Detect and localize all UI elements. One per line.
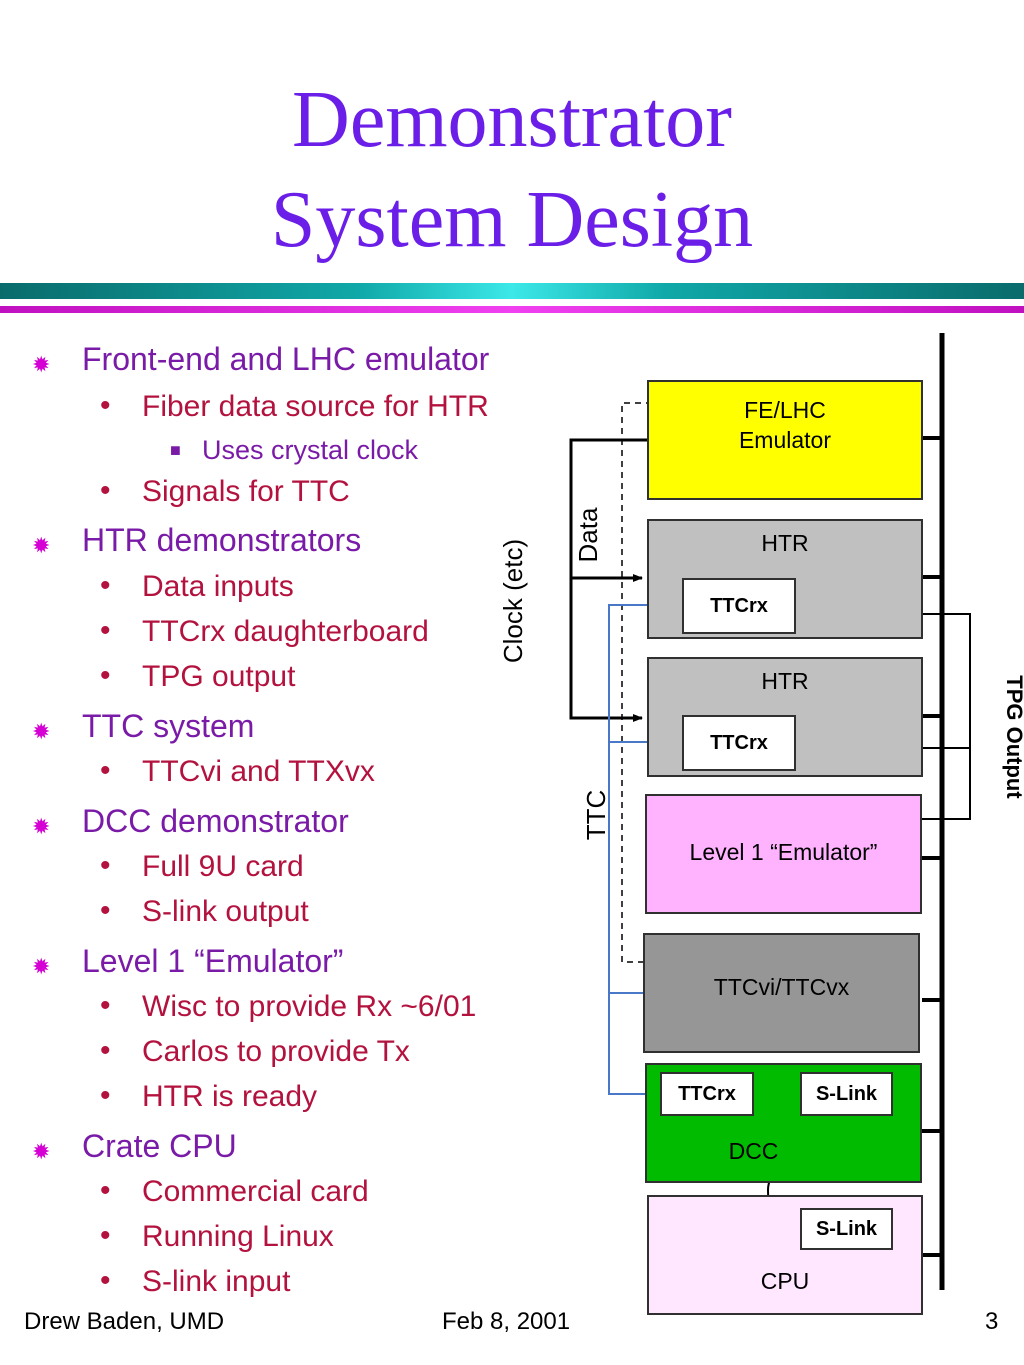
bullet-dot-icon: • [100, 754, 111, 787]
slink-chip-dcc: S-Link [800, 1072, 893, 1116]
bullet-level1: Crate CPU [82, 1128, 237, 1164]
bullet-level2: Wisc to provide Rx ~6/01 [142, 990, 477, 1023]
bullet-dot-icon: • [100, 1264, 111, 1297]
backplane-stubs [922, 436, 942, 1257]
bullet-level2: S-link output [142, 895, 309, 928]
tpg-output-path [908, 613, 971, 823]
ttcvi-ttcvx-label: TTCvi/TTCvx [713, 974, 850, 1000]
data-label: Data [573, 507, 603, 563]
bullet-dot-icon: • [100, 1219, 111, 1252]
bullet-dot-icon: • [100, 569, 111, 602]
bullet-level2: TPG output [142, 660, 296, 693]
bullet-level1: HTR demonstrators [82, 522, 362, 558]
bullet-marker-icon: ✹ [32, 814, 51, 839]
bullet-marker-icon: ✹ [32, 954, 51, 979]
ttcrx-chip-dcc: TTCrx [660, 1072, 754, 1116]
level1-emulator-label: Level 1 “Emulator” [689, 839, 878, 865]
title-divider-band-magenta [0, 306, 1024, 313]
ttc-dashed-path [621, 402, 661, 966]
footer-page-number: 3 [985, 1308, 999, 1335]
ttcrx-chip-htr1: TTCrx [682, 578, 796, 634]
footer-author: Drew Baden, UMD [24, 1308, 225, 1335]
bullet-dot-icon: • [100, 614, 111, 647]
bullet-marker-icon: ✹ [32, 352, 51, 377]
bullet-dot-icon: • [100, 659, 111, 692]
ttcvi-ttcvx-box: TTCvi/TTCvx [643, 933, 920, 1053]
bullet-dot-icon: • [100, 389, 111, 422]
slink-chip-cpu: S-Link [800, 1208, 893, 1250]
bullet-dot-icon: • [100, 894, 111, 927]
bullet-level2: Full 9U card [142, 850, 304, 883]
ttc-label: TTC [581, 789, 611, 841]
bullet-dot-icon: • [100, 1079, 111, 1112]
bullet-level2: Commercial card [142, 1175, 369, 1208]
bullet-dot-icon: • [100, 989, 111, 1022]
bullet-square-icon: ■ [170, 440, 181, 460]
bullet-level2: TTCrx daughterboard [142, 615, 429, 648]
bullet-marker-icon: ✹ [32, 1139, 51, 1164]
bullet-level2: HTR is ready [142, 1080, 318, 1113]
ttcrx-chip-htr2: TTCrx [682, 715, 796, 771]
bullet-level2: TTCvi and TTXvx [142, 755, 375, 788]
bullet-level1: Level 1 “Emulator” [82, 943, 344, 979]
bullet-level2: Data inputs [142, 570, 294, 603]
ttc-blue-trunk [608, 601, 683, 994]
bullet-level2: Running Linux [142, 1220, 334, 1253]
tpg-output-label: TPG Output [1002, 675, 1024, 799]
bullet-level2: Carlos to provide Tx [142, 1035, 410, 1068]
cpu-box: CPU [647, 1195, 923, 1315]
htr-label: HTR [761, 530, 809, 556]
bullet-list: ✹ Front-end and LHC emulator • Fiber dat… [32, 341, 490, 1298]
bullet-level2: S-link input [142, 1265, 291, 1298]
bullet-dot-icon: • [100, 474, 111, 507]
fe-lhc-label-line1: FE/LHC [744, 397, 826, 423]
bullet-marker-icon: ✹ [32, 533, 51, 558]
title-divider-band [0, 283, 1024, 299]
slide-title-line-1: Demonstrator [292, 76, 732, 164]
bullet-dot-icon: • [100, 849, 111, 882]
bullet-level1: TTC system [82, 708, 255, 744]
bullet-dot-icon: • [100, 1034, 111, 1067]
bullet-level1: Front-end and LHC emulator [82, 341, 490, 377]
bullet-marker-icon: ✹ [32, 719, 51, 744]
ttc-blue-dcc [608, 993, 658, 1098]
bullet-dot-icon: • [100, 1174, 111, 1207]
bullet-level2: Fiber data source for HTR [142, 390, 489, 423]
bullet-level1: DCC demonstrator [82, 803, 349, 839]
bullet-level2: Signals for TTC [142, 475, 350, 508]
bullet-level3: Uses crystal clock [202, 435, 419, 465]
footer-date: Feb 8, 2001 [442, 1308, 571, 1335]
clock-label: Clock (etc) [498, 538, 528, 664]
fe-lhc-emulator-box: FE/LHC Emulator [647, 380, 923, 500]
slide-title-line-2: System Design [270, 176, 754, 264]
dcc-label: DCC [728, 1138, 779, 1164]
htr-label: HTR [761, 668, 809, 694]
level1-emulator-box: Level 1 “Emulator” [645, 794, 922, 914]
cpu-label: CPU [760, 1268, 810, 1294]
fe-lhc-label-line2: Emulator [738, 427, 832, 453]
